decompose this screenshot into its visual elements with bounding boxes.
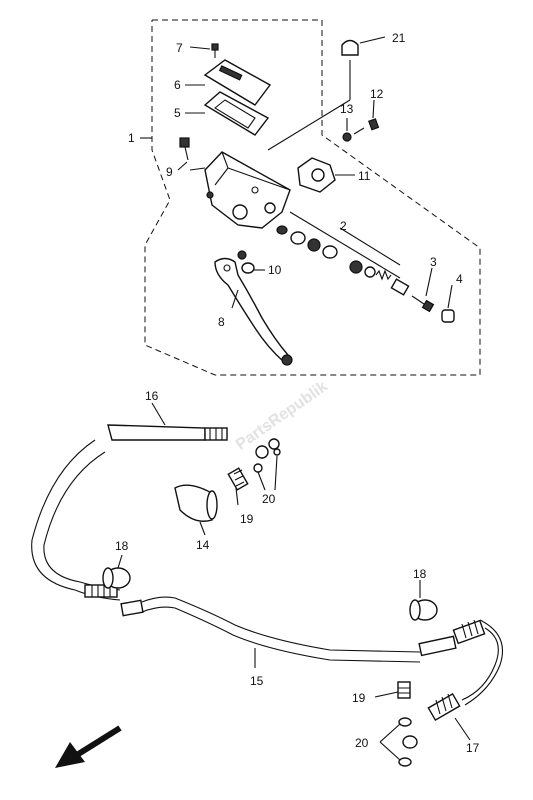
part-20-washers-upper xyxy=(253,448,281,491)
callout-21: 21 xyxy=(392,31,406,45)
part-19-bolt-lower xyxy=(374,681,411,699)
callout-19-upper: 19 xyxy=(240,512,254,526)
callout-10: 10 xyxy=(268,263,282,277)
part-16-hose xyxy=(107,402,280,459)
callout-18-right: 18 xyxy=(413,567,427,581)
callout-12: 12 xyxy=(370,87,384,101)
part-3-screw xyxy=(411,267,435,313)
part-4-cap xyxy=(441,284,455,323)
hose-loop xyxy=(31,439,121,601)
callout-19-lower: 19 xyxy=(352,691,366,705)
callout-20-lower: 20 xyxy=(355,736,369,750)
callout-6: 6 xyxy=(174,78,181,92)
part-17-hose-end xyxy=(418,619,504,741)
part-6-reservoir-cover xyxy=(185,59,272,106)
watermark: PartsRepublik xyxy=(233,378,331,454)
part-10-nut xyxy=(237,250,265,274)
callout-5: 5 xyxy=(174,106,181,120)
callout-20-upper: 20 xyxy=(262,492,276,506)
callout-15: 15 xyxy=(250,674,264,688)
part-18-grommet-right xyxy=(409,580,438,621)
callout-14: 14 xyxy=(196,538,210,552)
part-2-piston-kit xyxy=(276,211,410,296)
callout-16: 16 xyxy=(145,389,159,403)
callout-8: 8 xyxy=(218,315,225,329)
part-20-washers-lower xyxy=(379,717,418,767)
assembly-boundary xyxy=(144,19,481,376)
part-18-grommet-left xyxy=(102,554,131,589)
callout-18-left: 18 xyxy=(115,539,129,553)
callout-1: 1 xyxy=(128,131,135,145)
direction-arrow-icon xyxy=(55,725,122,768)
part-1-master-cylinder xyxy=(140,137,291,229)
callout-4: 4 xyxy=(456,272,463,286)
part-8-lever xyxy=(214,257,293,366)
callout-3: 3 xyxy=(430,255,437,269)
callout-9: 9 xyxy=(166,165,173,179)
callout-13: 13 xyxy=(340,102,354,116)
callout-2: 2 xyxy=(340,219,347,233)
part-15-hose xyxy=(120,596,421,668)
callout-7: 7 xyxy=(176,41,183,55)
callout-11: 11 xyxy=(358,169,371,183)
part-14-boot xyxy=(174,484,218,536)
callout-17: 17 xyxy=(466,741,480,755)
part-11-clamp xyxy=(297,157,355,193)
part-19-bolt-upper xyxy=(227,467,249,506)
part-5-diaphragm xyxy=(185,91,270,136)
leader-21b xyxy=(267,99,351,151)
part-13-washer xyxy=(342,118,352,142)
part-12-bolt xyxy=(353,99,380,135)
part-9-bolt xyxy=(177,137,206,171)
part-21-cap xyxy=(341,36,386,56)
part-7-screw xyxy=(189,43,219,58)
